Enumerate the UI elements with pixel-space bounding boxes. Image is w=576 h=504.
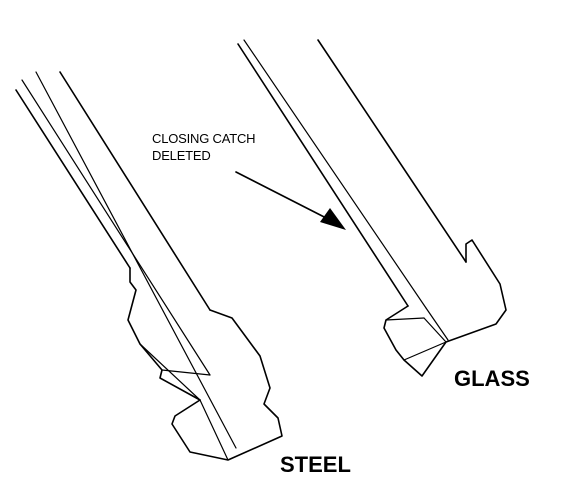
glass-rail-bottom-face bbox=[403, 341, 447, 361]
callout-note: CLOSING CATCH DELETED bbox=[152, 130, 256, 164]
callout-note-line-1: CLOSING CATCH bbox=[152, 131, 256, 146]
glass-rail-corner bbox=[423, 317, 447, 343]
arrow-head bbox=[320, 208, 346, 230]
steel-rail-outer-edge bbox=[15, 89, 131, 269]
steel-rail-profile bbox=[127, 267, 283, 461]
glass-rail bbox=[237, 39, 507, 377]
steel-rail-flange bbox=[139, 343, 201, 401]
glass-rail-end-profile bbox=[383, 239, 507, 377]
steel-rail-foot bbox=[199, 399, 229, 461]
arrow-shaft bbox=[235, 171, 335, 223]
steel-rail-step bbox=[161, 369, 211, 376]
glass-rail-top-face bbox=[385, 317, 425, 321]
steel-rail-inner-line-2 bbox=[35, 71, 237, 449]
callout-note-line-2: DELETED bbox=[152, 148, 211, 163]
steel-rail bbox=[15, 71, 283, 461]
glass-rail-outer-edge bbox=[237, 43, 409, 307]
glass-rail-inner-line bbox=[243, 39, 427, 309]
glass-rail-inner-step bbox=[425, 307, 449, 341]
steel-rail-inner-line-1 bbox=[21, 79, 211, 376]
steel-rail-right-edge bbox=[59, 71, 211, 311]
glass-rail-right-edge bbox=[317, 39, 467, 263]
glass-label: GLASS bbox=[454, 366, 530, 391]
callout-arrow bbox=[235, 171, 346, 230]
steel-label: STEEL bbox=[280, 452, 351, 477]
